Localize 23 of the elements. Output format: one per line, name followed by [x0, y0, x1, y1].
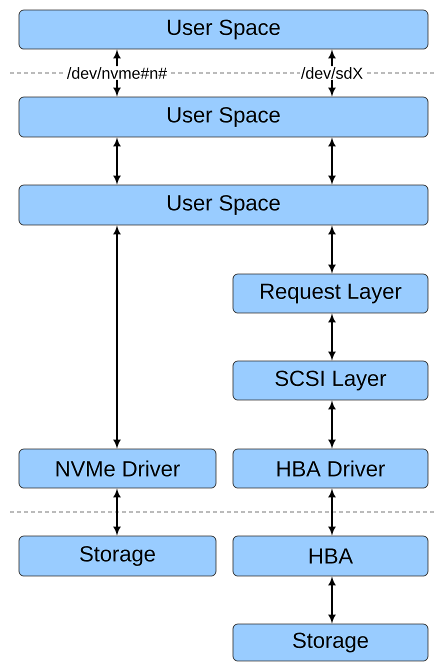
double-arrow — [114, 490, 120, 534]
edge-label: /dev/sdX — [300, 66, 364, 80]
layer-box: SCSI Layer — [232, 360, 428, 400]
double-arrow — [328, 578, 336, 622]
double-arrow — [328, 228, 336, 272]
double-arrow — [114, 228, 120, 446]
layer-box: User Space — [18, 10, 428, 50]
layer-box: HBA Driver — [232, 448, 428, 488]
layer-box: User Space — [18, 184, 428, 226]
double-arrow — [328, 52, 336, 94]
double-arrow — [328, 140, 336, 182]
double-arrow — [328, 402, 336, 446]
layer-box: Storage — [232, 624, 428, 662]
double-arrow — [328, 490, 336, 534]
double-arrow — [114, 140, 120, 182]
double-arrow — [114, 52, 120, 94]
layer-box: HBA — [232, 536, 428, 576]
layer-box: Request Layer — [232, 274, 428, 314]
layer-box: User Space — [18, 96, 428, 138]
layer-box: NVMe Driver — [18, 448, 216, 488]
layer-box: Storage — [18, 536, 216, 576]
edge-label: /dev/nvme#n# — [66, 66, 168, 80]
double-arrow — [328, 316, 336, 358]
